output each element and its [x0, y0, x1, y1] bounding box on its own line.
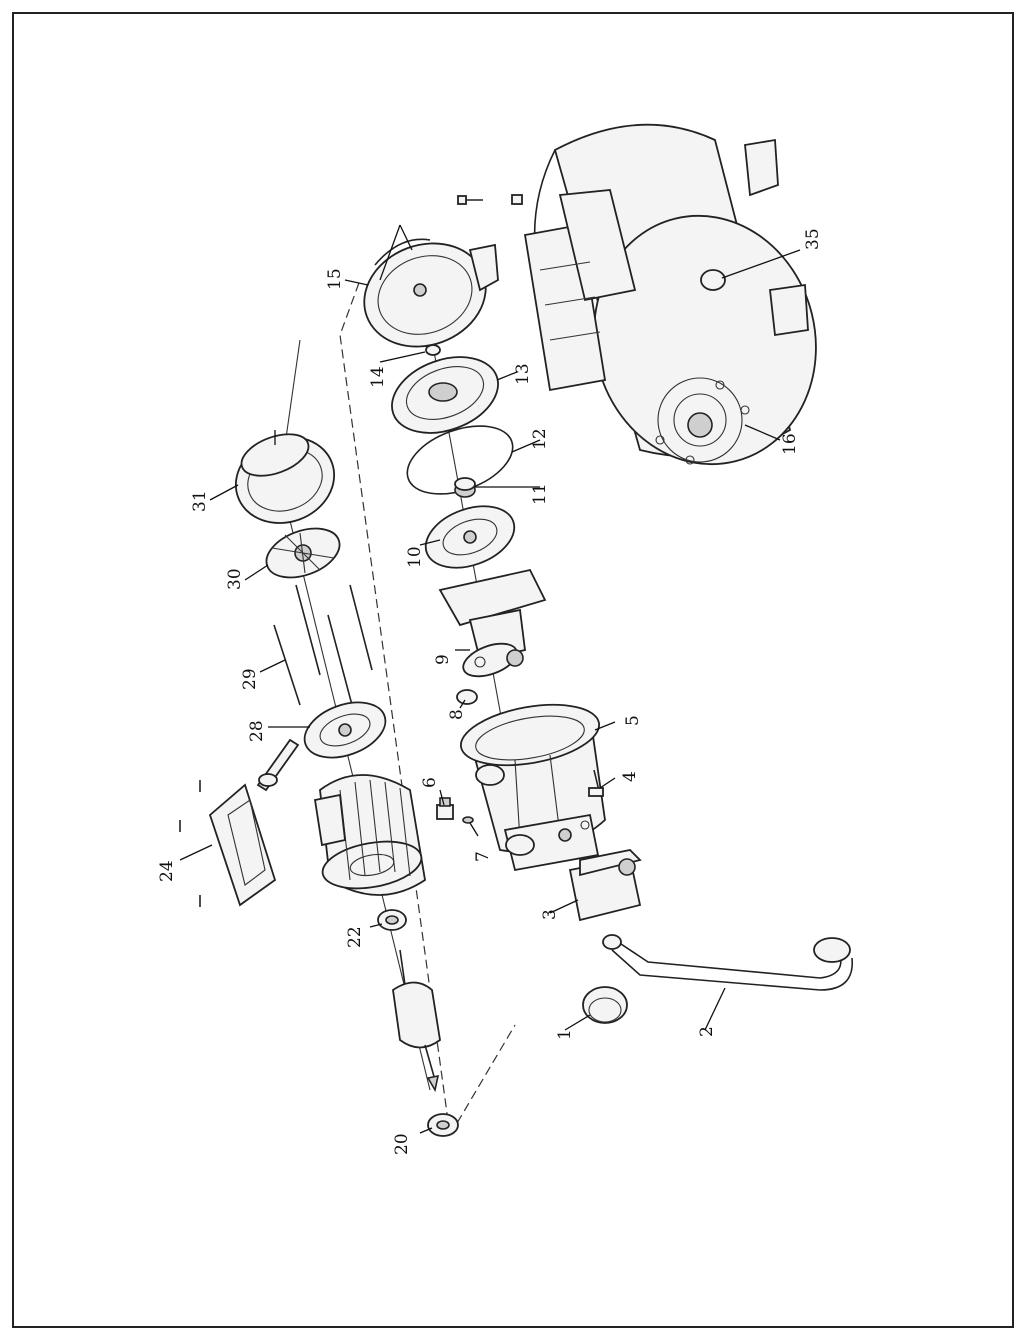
part-4-bolt	[588, 769, 604, 797]
callout-35: 35	[803, 228, 823, 250]
callout-7: 7	[473, 851, 493, 862]
callout-12: 12	[530, 428, 550, 450]
part-11-nut	[454, 477, 476, 498]
callout-6: 6	[420, 777, 440, 788]
part-7-seal	[462, 816, 474, 824]
part-6-plug	[436, 797, 454, 820]
motor-stator-housing	[313, 774, 426, 896]
part-14-washer	[425, 344, 441, 356]
callout-2: 2	[697, 1026, 717, 1037]
pressure-tank	[457, 123, 817, 466]
part-13-diffuser	[391, 356, 499, 434]
part-31-fan-cover	[234, 433, 336, 524]
callout-4: 4	[620, 771, 640, 782]
callout-13: 13	[513, 363, 533, 385]
motor-rotor	[392, 949, 441, 1093]
part-10-impeller	[424, 505, 516, 569]
diagram-frame	[12, 12, 1014, 1328]
part-1-cap	[582, 986, 628, 1024]
callout-24: 24	[157, 860, 177, 882]
part-30-fan	[265, 527, 341, 579]
callout-14: 14	[368, 366, 388, 388]
callout-3: 3	[540, 909, 560, 920]
part-8-ring	[456, 689, 478, 705]
callout-1: 1	[555, 1029, 575, 1040]
callout-11: 11	[530, 483, 550, 505]
callout-30: 30	[225, 568, 245, 590]
callout-5: 5	[623, 715, 643, 726]
callout-16: 16	[780, 433, 800, 455]
part-24-terminal-box-cover	[179, 780, 277, 907]
callouts: 1 2 3 4 5 6 7 8 9 10 11 12 13 14 15 16	[157, 224, 823, 1155]
part-2-hose	[602, 934, 853, 991]
part-20-bearing	[427, 1113, 459, 1137]
part-9-ejector	[438, 568, 547, 678]
part-3-pressure-switch	[568, 849, 642, 922]
callout-15: 15	[325, 268, 345, 290]
callout-29: 29	[240, 668, 260, 690]
callout-20: 20	[392, 1133, 412, 1155]
callout-10: 10	[405, 546, 425, 568]
callout-28: 28	[247, 720, 267, 742]
cable-gland	[256, 738, 300, 792]
callout-8: 8	[447, 709, 467, 720]
part-15-flange	[363, 238, 499, 348]
part-29-tie-rods	[273, 584, 373, 706]
assembly-axis-line-2	[449, 1024, 516, 1136]
part-22-bearing	[377, 909, 407, 931]
callout-22: 22	[345, 926, 365, 948]
part-5-pump-body	[459, 703, 606, 872]
callout-9: 9	[433, 654, 453, 665]
callout-31: 31	[190, 490, 210, 512]
part-28-end-shield	[303, 701, 387, 759]
